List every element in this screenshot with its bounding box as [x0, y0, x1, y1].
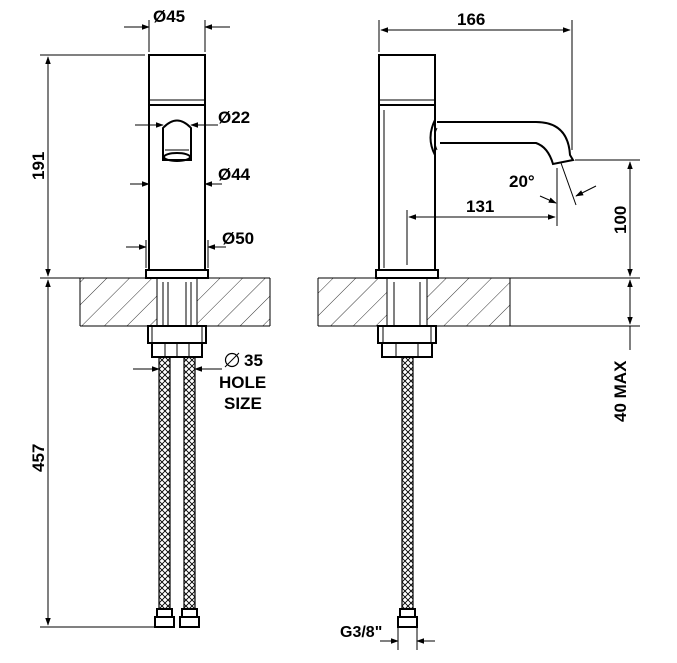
dim-spout-height: 100: [510, 159, 640, 279]
dim-spout-reach-label: 131: [466, 197, 494, 216]
dim-spout-angle: 20°: [509, 162, 597, 206]
front-tap-body: [145, 54, 209, 279]
dim-outlet-diameter-label: Ø22: [218, 108, 250, 127]
side-fixing-nut: [377, 325, 437, 358]
hole-label-line1: HOLE: [219, 373, 266, 392]
dim-total-depth: 166: [378, 10, 573, 150]
front-flexible-hoses: [154, 356, 200, 628]
dim-hose-length: 457: [29, 279, 155, 628]
dim-deck-thickness-label: 40 MAX: [611, 360, 630, 422]
hole-diameter-value: 35: [244, 351, 263, 370]
dim-total-height: 191: [29, 54, 145, 279]
dim-base-diameter: Ø50: [126, 229, 254, 268]
side-tap-body: [375, 54, 439, 279]
front-fixing-nut: [147, 325, 207, 358]
side-deck-section: [317, 277, 511, 327]
dim-lower-diameter: Ø44: [130, 165, 251, 187]
dim-spout-reach: 131: [406, 168, 558, 265]
dim-body-diameter-label: Ø45: [153, 7, 185, 26]
dim-deck-thickness: 40 MAX: [510, 279, 640, 422]
dim-hose-length-label: 457: [29, 444, 48, 472]
dim-spout-height-label: 100: [611, 206, 630, 234]
dim-hole-size: 35 HOLE SIZE: [133, 351, 266, 413]
dim-outlet-diameter: Ø22: [135, 108, 250, 128]
hole-label-line2: SIZE: [224, 394, 262, 413]
dim-lower-diameter-label: Ø44: [218, 165, 251, 184]
front-deck-section: [79, 277, 271, 327]
side-spout: [429, 119, 575, 166]
dim-total-height-label: 191: [29, 152, 48, 180]
dim-body-diameter: Ø45: [124, 7, 230, 52]
side-flexible-hose: [397, 356, 418, 628]
dim-total-depth-label: 166: [457, 10, 485, 29]
dim-connection: G3/8": [340, 624, 435, 650]
dim-connection-label: G3/8": [340, 624, 382, 641]
front-view: Ø45 Ø22 Ø44 Ø50 35 HOL: [29, 7, 271, 628]
dim-spout-angle-label: 20°: [509, 172, 535, 191]
dim-base-diameter-label: Ø50: [222, 229, 254, 248]
side-view: 166 131 20° 100 40 MAX: [317, 10, 640, 650]
